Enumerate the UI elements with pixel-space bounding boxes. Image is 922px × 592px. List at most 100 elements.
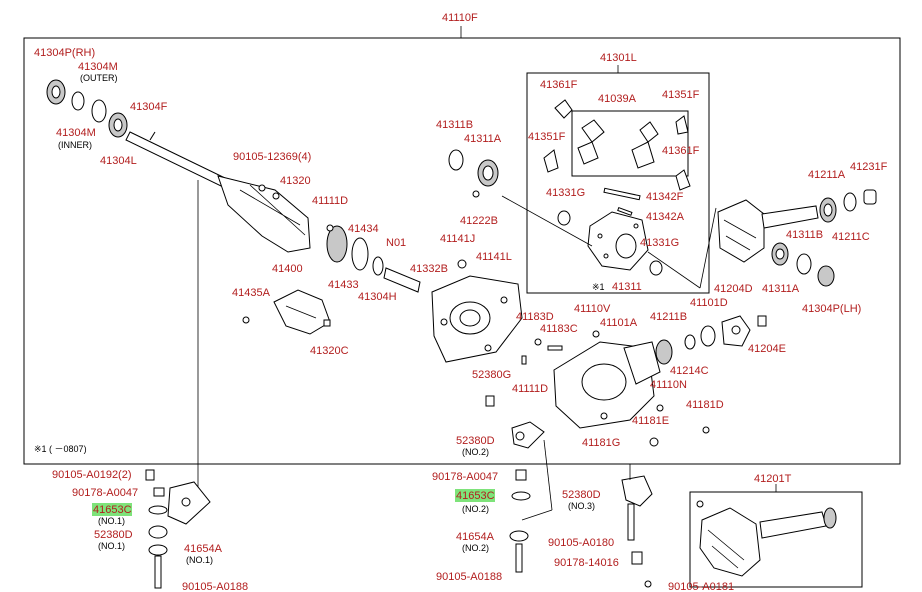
- pinion-gear-frame: [571, 110, 689, 177]
- label-41654A-no1-note: (NO.1): [186, 555, 213, 565]
- label-41400[interactable]: 41400: [272, 263, 303, 275]
- label-41311B-b[interactable]: 41311B: [786, 229, 823, 241]
- snap-ring-41304M-outer: [71, 91, 85, 111]
- label-41204D[interactable]: 41204D: [714, 283, 753, 295]
- label-41301L[interactable]: 41301L: [600, 52, 637, 64]
- pin-41111D: [521, 355, 527, 365]
- label-41181D[interactable]: 41181D: [686, 399, 724, 411]
- label-41304M-outer[interactable]: 41304M: [78, 61, 118, 73]
- label-41231F[interactable]: 41231F: [850, 161, 888, 173]
- tube-41320: [217, 175, 311, 253]
- bolt-90105-A0192: [145, 469, 155, 481]
- label-41311A[interactable]: 41311A: [464, 133, 502, 145]
- label-41653C-no2[interactable]: 41653C: [456, 490, 495, 502]
- bolt-90105-A0181: [644, 580, 652, 588]
- side-gear-41039A: [577, 141, 599, 165]
- label-90105-A0180[interactable]: 90105-A0180: [548, 537, 614, 549]
- label-41204E[interactable]: 41204E: [748, 343, 786, 355]
- label-41654A-no2-note: (NO.2): [462, 543, 489, 553]
- label-41141J[interactable]: 41141J: [440, 233, 475, 245]
- label-41320C[interactable]: 41320C: [310, 345, 349, 357]
- label-41654A-no2[interactable]: 41654A: [456, 531, 495, 543]
- label-41311[interactable]: 41311: [612, 281, 642, 293]
- label-41304P-rh[interactable]: 41304P(RH): [34, 47, 95, 59]
- label-90105-A0188-left[interactable]: 90105-A0188: [182, 581, 248, 592]
- label-41361F-b[interactable]: 41361F: [662, 145, 700, 157]
- label-41311B[interactable]: 41311B: [436, 119, 473, 131]
- label-41304M-inner[interactable]: 41304M: [56, 127, 96, 139]
- label-41311A-b[interactable]: 41311A: [762, 283, 800, 295]
- washer-41361F: [554, 99, 573, 119]
- label-41211B[interactable]: 41211B: [650, 311, 687, 323]
- nut-41204E: [757, 315, 767, 327]
- label-90105-A0181[interactable]: 90105-A0181: [668, 581, 734, 592]
- label-41304M-inner-note: (INNER): [58, 140, 92, 150]
- label-41331G-a[interactable]: 41331G: [546, 187, 585, 199]
- label-41111D-top[interactable]: 41111D: [312, 195, 348, 207]
- label-41211C[interactable]: 41211C: [832, 231, 870, 243]
- label-52380G[interactable]: 52380G: [472, 369, 511, 381]
- washer-41351F-b: [675, 115, 689, 135]
- label-41304F[interactable]: 41304F: [130, 101, 168, 113]
- label-N01[interactable]: N01: [386, 237, 406, 249]
- pin-41342A: [617, 207, 633, 216]
- label-41304M-outer-note: (OUTER): [80, 73, 118, 83]
- vent-41110V: [592, 330, 600, 338]
- drive-shaft-41304F: [125, 131, 226, 187]
- nut-90178-A0047-b: [153, 487, 165, 497]
- label-41653C-no1[interactable]: 41653C: [93, 504, 132, 516]
- label-41039A[interactable]: 41039A: [598, 93, 637, 105]
- label-41304P-lh[interactable]: 41304P(LH): [802, 303, 861, 315]
- label-41181E[interactable]: 41181E: [632, 415, 669, 427]
- race-41311B: [448, 149, 464, 171]
- label-41222B[interactable]: 41222B: [460, 215, 498, 227]
- label-41654A-no1[interactable]: 41654A: [184, 543, 223, 555]
- label-41304L[interactable]: 41304L: [100, 155, 137, 167]
- label-41653C-no1-note: (NO.1): [98, 516, 125, 526]
- label-41332B[interactable]: 41332B: [410, 263, 448, 275]
- plug-41222B: [472, 190, 480, 198]
- label-41435A[interactable]: 41435A: [232, 287, 271, 299]
- label-90178-A0047-center[interactable]: 90178-A0047: [432, 471, 498, 483]
- label-41101A[interactable]: 41101A: [600, 317, 638, 329]
- plug-41181D: [702, 426, 710, 434]
- label-41351F-b[interactable]: 41351F: [662, 89, 700, 101]
- label-41141L[interactable]: 41141L: [476, 251, 512, 263]
- label-41183D[interactable]: 41183D: [516, 311, 554, 323]
- label-41181G[interactable]: 41181G: [582, 437, 620, 449]
- label-52380D-no2[interactable]: 52380D: [456, 435, 495, 447]
- label-41361F-a[interactable]: 41361F: [540, 79, 578, 91]
- label-52380D-no1[interactable]: 52380D: [94, 529, 133, 541]
- label-90105-12369[interactable]: 90105-12369(4): [233, 151, 311, 163]
- label-90105-A0188-center[interactable]: 90105-A0188: [436, 571, 502, 583]
- label-41201T[interactable]: 41201T: [754, 473, 792, 485]
- highlight-41653C-no2: [455, 489, 495, 502]
- label-41111D-bottom[interactable]: 41111D: [512, 383, 548, 395]
- label-41110V[interactable]: 41110V: [574, 303, 611, 315]
- label-41342A[interactable]: 41342A: [646, 211, 685, 223]
- label-41214C[interactable]: 41214C: [670, 365, 709, 377]
- label-41331G-b[interactable]: 41331G: [640, 237, 679, 249]
- label-90105-A0192[interactable]: 90105-A0192(2): [52, 469, 132, 481]
- label-90178-14016[interactable]: 90178-14016: [554, 557, 619, 569]
- gasket-41181E: [600, 412, 608, 420]
- nut-90178-14016: [631, 551, 643, 565]
- label-41183C[interactable]: 41183C: [540, 323, 578, 335]
- label-41351F-a[interactable]: 41351F: [528, 131, 566, 143]
- label-90178-A0047-left[interactable]: 90178-A0047: [72, 487, 138, 499]
- sleeve-41434: [326, 225, 348, 263]
- label-41304H[interactable]: 41304H: [358, 291, 397, 303]
- gasket-41181G: [649, 437, 659, 447]
- label-41211A[interactable]: 41211A: [808, 169, 846, 181]
- label-52380D-no3[interactable]: 52380D: [562, 489, 601, 501]
- label-41434[interactable]: 41434: [348, 223, 379, 235]
- bracket-52380D-no3: [621, 475, 653, 507]
- label-41342F[interactable]: 41342F: [646, 191, 684, 203]
- label-41320[interactable]: 41320: [280, 175, 311, 187]
- label-41433[interactable]: 41433: [328, 279, 359, 291]
- label-41110N[interactable]: 41110N: [650, 379, 687, 391]
- label-41101D[interactable]: 41101D: [690, 297, 728, 309]
- shaft-41342F: [603, 187, 641, 201]
- pinion-41201T: [759, 511, 827, 539]
